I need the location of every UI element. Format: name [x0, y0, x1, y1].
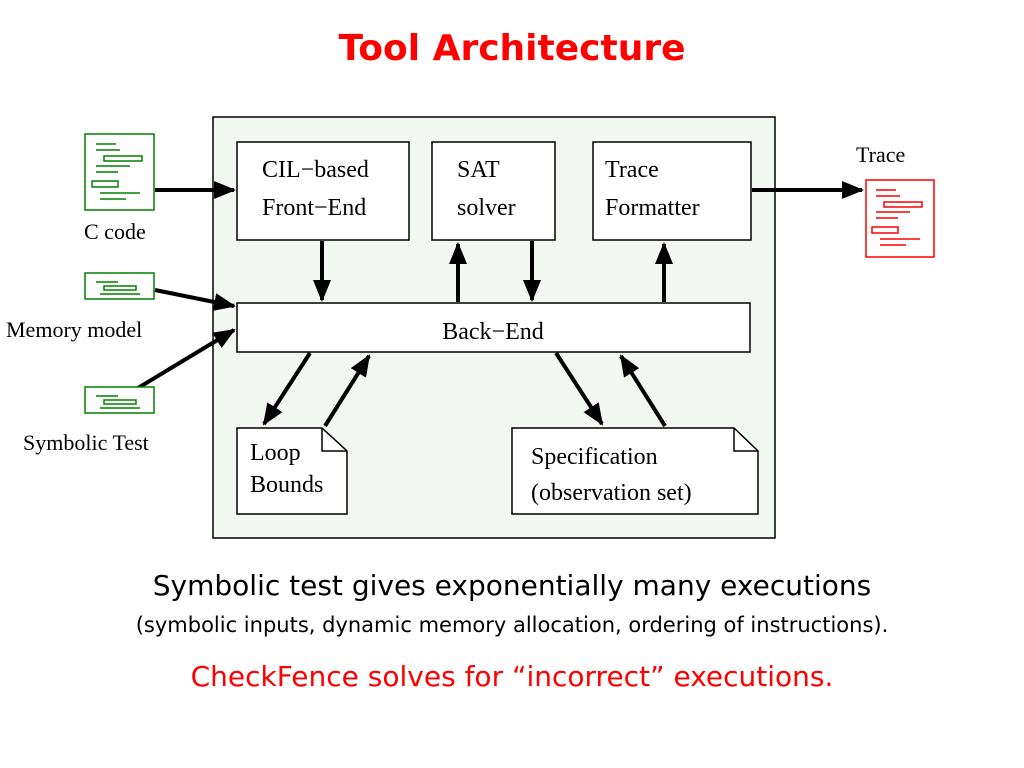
- loop-bounds-line2: Bounds: [250, 472, 323, 498]
- formatter-label-line2: Formatter: [605, 195, 700, 221]
- sat-label-line1: SAT: [457, 157, 500, 183]
- loop-bounds-line1: Loop: [250, 440, 301, 466]
- symbolic-test-label: Symbolic Test: [23, 430, 149, 455]
- symbolic-test-document-icon: [84, 386, 155, 414]
- frontend-label-line1: CIL−based: [262, 157, 369, 183]
- arrow-symtest-to-backend: [136, 328, 236, 390]
- architecture-diagram: CIL−based Front−End SAT solver Trace For…: [6, 116, 935, 539]
- memory-model-label: Memory model: [6, 317, 142, 342]
- trace-document-icon: [865, 179, 935, 258]
- frontend-label-line2: Front−End: [262, 195, 366, 221]
- c-code-label: C code: [84, 219, 146, 244]
- loop-bounds-fold: [321, 428, 347, 452]
- specification-line1: Specification: [531, 444, 658, 470]
- arrow-loopbounds-to-backend: [323, 354, 371, 428]
- loop-bounds-doc: [236, 427, 348, 515]
- formatter-label-line1: Trace: [605, 157, 659, 183]
- specification-line2: (observation set): [531, 480, 692, 506]
- caption-main: Symbolic test gives exponentially many e…: [152, 569, 872, 602]
- arrow-spec-to-backend: [619, 354, 667, 428]
- specification-doc: [511, 427, 759, 515]
- arrow-backend-to-spec: [554, 351, 604, 426]
- caption-sub: (symbolic inputs, dynamic memory allocat…: [135, 613, 889, 637]
- sat-solver-box: [431, 141, 556, 241]
- arrow-backend-to-loopbounds: [262, 351, 312, 426]
- caption-highlight: CheckFence solves for “incorrect” execut…: [190, 660, 834, 693]
- slide-title: Tool Architecture: [338, 28, 686, 69]
- backend-label: Back−End: [442, 319, 544, 345]
- trace-formatter-box: [592, 141, 752, 241]
- sat-label-line2: solver: [457, 195, 516, 221]
- c-code-document-icon: [84, 133, 155, 211]
- memory-model-document-icon: [84, 272, 155, 300]
- backend-box: [236, 302, 751, 353]
- arrow-memory-to-backend: [154, 288, 236, 311]
- specification-fold: [733, 428, 758, 452]
- trace-label: Trace: [856, 142, 905, 167]
- frontend-box: [236, 141, 410, 241]
